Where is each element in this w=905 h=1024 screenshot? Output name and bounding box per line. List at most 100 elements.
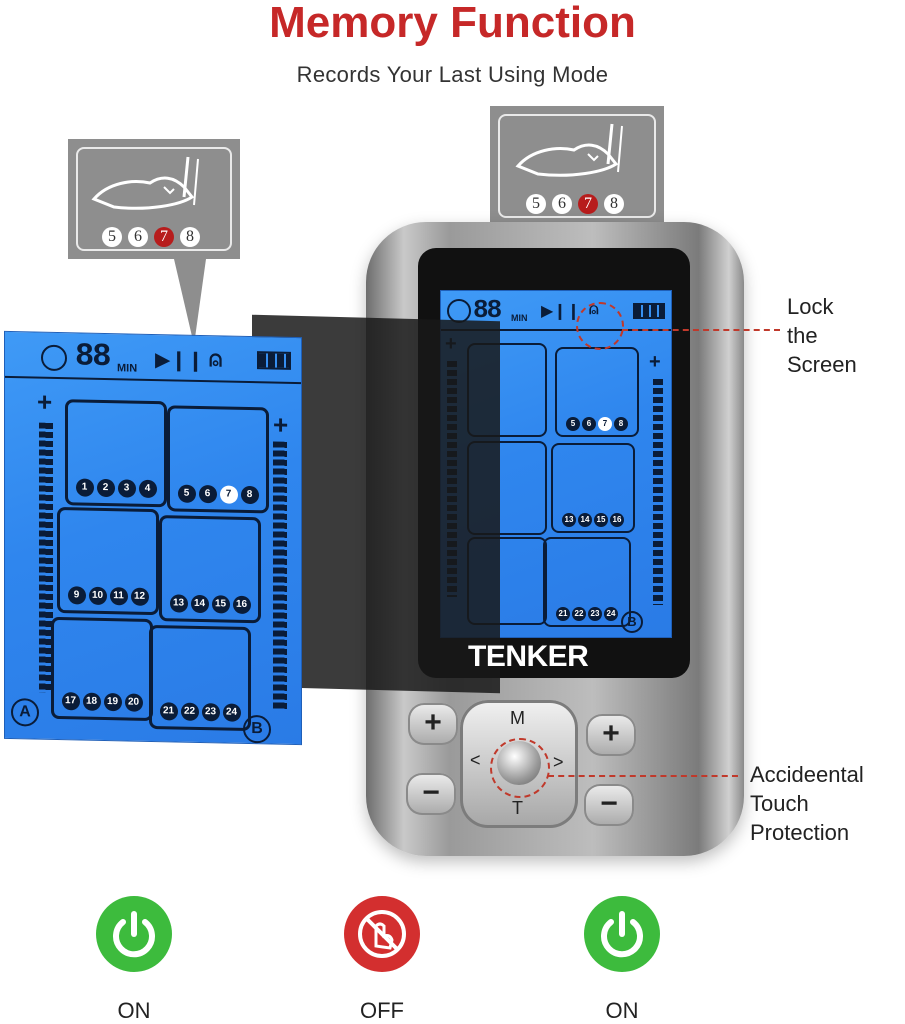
program-number: 16	[232, 595, 251, 615]
program-digit-6: 6	[552, 194, 572, 214]
touch-highlight-ring	[490, 738, 550, 798]
power-on-icon	[96, 896, 172, 972]
channel-a-minus-button[interactable]: −	[406, 773, 456, 815]
program-number: 22	[572, 607, 586, 621]
program-cell-hand: 5 6 7 8	[167, 405, 269, 514]
intensity-plus-a: +	[37, 386, 53, 417]
status-label-off: OFF	[360, 998, 404, 1023]
program-number: 6	[198, 484, 217, 504]
program-number: 11	[109, 587, 128, 606]
intensity-plus-b: +	[649, 351, 661, 373]
program-number: 12	[130, 587, 149, 606]
program-number: 9	[67, 586, 86, 605]
channel-b-label: B	[621, 611, 643, 633]
program-cell-legs: 21 22 23 24	[543, 537, 631, 627]
timer-down-label[interactable]: T	[512, 798, 523, 818]
intensity-plus-b: +	[273, 409, 289, 440]
program-cell-hands: 17 18 19 20	[51, 616, 153, 721]
program-number: 14	[190, 594, 209, 614]
page-subtitle: Records Your Last Using Mode	[296, 62, 609, 87]
battery-icon	[633, 303, 665, 319]
program-digit-7-active: 7	[578, 194, 598, 214]
page-title: Memory Function	[269, 0, 636, 47]
hand-massage-icon	[515, 123, 623, 177]
program-number: 16	[610, 513, 624, 527]
play-pause-icon: ▶❙❙	[541, 303, 581, 320]
program-number: 23	[588, 607, 602, 621]
menu-label[interactable]: M	[510, 708, 525, 728]
program-number: 14	[578, 513, 592, 527]
program-number: 3	[117, 479, 136, 498]
memory-callout-right: 5 6 7 8	[490, 106, 664, 226]
program-number: 19	[103, 692, 122, 712]
program-number: 15	[211, 595, 230, 614]
program-number: 15	[594, 513, 608, 527]
touch-callout-line	[548, 775, 738, 777]
program-digits: 5 6 7 8	[526, 194, 624, 214]
program-cell-back: 13 14 15 16	[159, 515, 261, 624]
timer-display: 88	[75, 337, 110, 376]
program-cell-shoulders: 1 2 3 4	[65, 399, 167, 508]
lock-callout-line	[622, 329, 780, 331]
program-number: 1	[75, 478, 94, 497]
timer-unit: MIN	[117, 362, 138, 375]
program-number: 5	[177, 484, 196, 503]
program-number: 8	[240, 485, 259, 505]
program-digit-5: 5	[526, 194, 546, 214]
program-number: 8	[614, 417, 628, 431]
memory-callout-left: 5 6 7 8	[68, 139, 240, 259]
intensity-bar-b	[273, 441, 287, 710]
program-number: 13	[562, 513, 576, 527]
program-cell-arms: 9 10 11 12	[57, 506, 159, 616]
clock-icon	[41, 344, 67, 372]
program-number: 22	[180, 702, 199, 721]
program-number: 10	[88, 586, 107, 606]
status-label-on: ON	[605, 998, 639, 1023]
program-digit-5: 5	[102, 227, 122, 247]
channel-a-label: A	[11, 698, 39, 727]
program-number: 4	[138, 479, 157, 499]
program-digit-8: 8	[604, 194, 624, 214]
program-number: 6	[582, 417, 596, 431]
lcd-display-zoomed: 88 MIN ▶❙❙ ⍝ + + 1 2 3 4 5 6 7 8 9 10 11…	[4, 330, 302, 746]
hand-massage-icon	[91, 156, 199, 210]
right-arrow[interactable]: >	[553, 752, 564, 772]
program-number: 2	[96, 478, 115, 498]
program-number: 13	[169, 594, 188, 613]
left-arrow[interactable]: <	[470, 750, 481, 770]
program-number: 21	[556, 607, 570, 621]
channel-b-plus-button[interactable]: +	[586, 714, 636, 756]
program-cell-hand: 5 6 7 8	[555, 347, 639, 437]
lock-icon: ⍝	[209, 346, 223, 372]
program-cell-back: 13 14 15 16	[551, 443, 635, 533]
program-number: 5	[566, 417, 580, 431]
power-on-icon	[584, 896, 660, 972]
program-number: 18	[82, 692, 101, 711]
program-number: 17	[61, 692, 80, 711]
channel-a-plus-button[interactable]: +	[408, 703, 458, 745]
program-number: 20	[124, 693, 143, 712]
program-number: 21	[159, 702, 178, 721]
program-digits: 5 6 7 8	[102, 227, 200, 247]
battery-icon	[257, 351, 291, 370]
program-number: 24	[604, 607, 618, 621]
program-digit-7-active: 7	[154, 227, 174, 247]
brand-logo: TENKER	[468, 640, 589, 673]
program-digit-6: 6	[128, 227, 148, 247]
program-number-lit: 7	[598, 417, 612, 431]
lock-callout-label: Lock the Screen	[787, 294, 857, 377]
channel-b-label: B	[243, 714, 271, 744]
timer-unit: MIN	[511, 313, 528, 323]
play-pause-icon: ▶❙❙	[155, 349, 204, 373]
intensity-bar-b	[653, 379, 663, 605]
no-touch-icon	[344, 896, 420, 972]
channel-b-minus-button[interactable]: −	[584, 784, 634, 826]
program-digit-8: 8	[180, 227, 200, 247]
program-cell-legs: 21 22 23 24	[149, 624, 251, 732]
status-label-on: ON	[117, 998, 151, 1023]
program-number: 23	[201, 703, 220, 722]
lock-highlight-ring	[576, 302, 624, 350]
program-number-lit: 7	[219, 485, 238, 504]
touch-callout-label: Accideental Touch Protection	[750, 762, 864, 845]
program-number: 24	[222, 703, 241, 722]
